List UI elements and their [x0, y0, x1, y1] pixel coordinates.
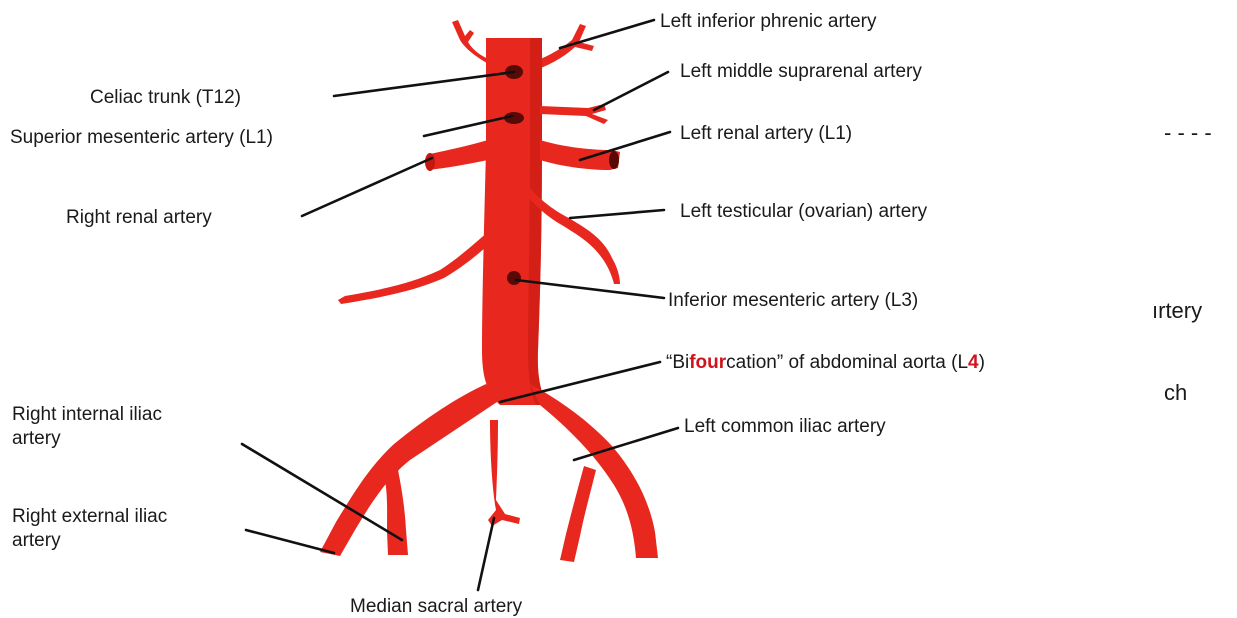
right-common-iliac-vessel: [320, 384, 500, 556]
label-superior-mesenteric: Superior mesenteric artery (L1): [10, 127, 273, 148]
label-left-middle-suprarenal: Left middle suprarenal artery: [680, 61, 922, 82]
right-gonadal-vessel: [338, 222, 504, 304]
background-fragments: - - - - ırtery ch: [1152, 120, 1212, 405]
label-left-testicular: Left testicular (ovarian) artery: [680, 201, 928, 222]
label-right-internal-iliac-line1: Right internal iliac: [12, 404, 162, 425]
pointer-right-renal: [302, 158, 432, 216]
label-left-common-iliac: Left common iliac artery: [684, 416, 886, 437]
bifurcation-part5: ): [979, 352, 985, 373]
pointer-lines: [242, 20, 678, 590]
pointer-left-middle-suprarenal: [594, 72, 668, 110]
ch-fragment: ch: [1164, 380, 1187, 405]
right-renal-ostium: [425, 153, 435, 171]
label-right-renal: Right renal artery: [66, 207, 212, 228]
aorta-shading: [528, 38, 548, 405]
pointer-median-sacral: [478, 518, 494, 590]
label-right-external-iliac-line1: Right external iliac: [12, 506, 167, 527]
bifurcation-part2: four: [689, 352, 727, 373]
label-median-sacral: Median sacral artery: [350, 596, 523, 617]
pointer-left-inferior-phrenic: [560, 20, 654, 48]
left-renal-vessel: [540, 140, 620, 170]
label-left-inferior-phrenic: Left inferior phrenic artery: [660, 11, 877, 32]
bifurcation-part3: cation” of abdominal aorta (L: [726, 352, 968, 373]
left-internal-iliac-vessel: [560, 466, 596, 562]
ima-ostium: [507, 271, 521, 285]
label-left-renal: Left renal artery (L1): [680, 123, 852, 144]
bifurcation-part4: 4: [968, 352, 979, 373]
pointer-right-external-iliac: [246, 530, 334, 553]
median-sacral-vessel: [488, 420, 520, 526]
left-renal-ostium: [609, 151, 619, 169]
label-right-external-iliac-line2: artery: [12, 530, 61, 551]
label-right-internal-iliac-line2: artery: [12, 428, 61, 449]
right-internal-iliac-vessel: [384, 470, 408, 555]
label-celiac-trunk: Celiac trunk (T12): [90, 87, 241, 108]
label-bifurcation: “Bifourcation” of abdominal aorta (L4): [666, 352, 985, 373]
bifurcation-part1: “Bi: [666, 352, 689, 373]
label-inferior-mesenteric: Inferior mesenteric artery (L3): [668, 290, 918, 311]
artery-fragment: ırtery: [1152, 298, 1202, 323]
dashes-fragment: - - - -: [1164, 120, 1212, 145]
pointer-left-renal: [580, 132, 670, 160]
right-renal-vessel: [428, 140, 488, 170]
pointer-left-testicular: [570, 210, 664, 218]
